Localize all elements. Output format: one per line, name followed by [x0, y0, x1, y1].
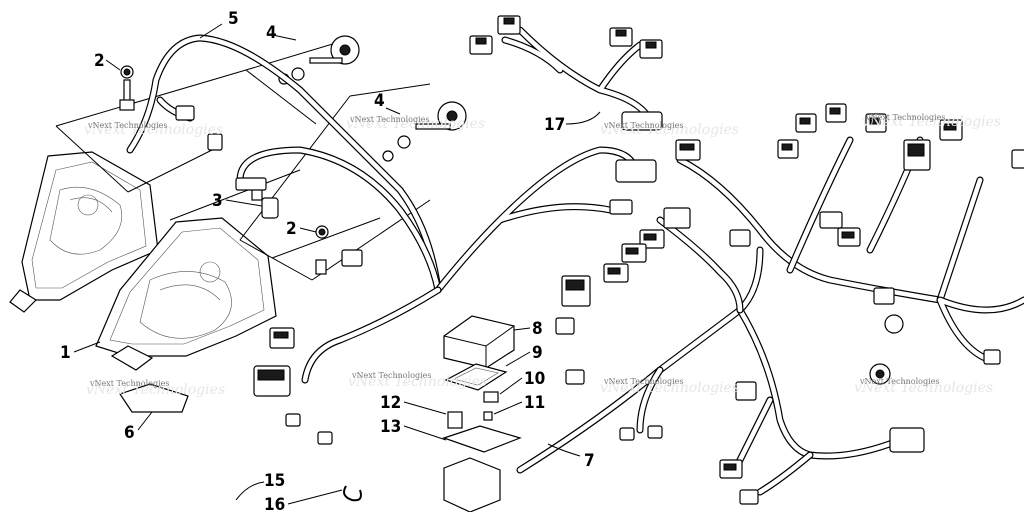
callout-13: 13	[380, 417, 401, 437]
callout-2b: 2	[286, 219, 297, 239]
adjuster-knob-4b	[382, 101, 467, 162]
headlight-assembly-right	[95, 217, 277, 371]
svg-text:vNext Technologies: vNext Technologies	[346, 116, 485, 132]
connectors	[253, 15, 1024, 505]
relay-12	[447, 411, 463, 429]
bulb-socket-2b	[315, 225, 329, 239]
callout-16: 16	[264, 495, 285, 512]
watermark-text: vNext Technologies	[603, 377, 683, 386]
callout-3: 3	[212, 191, 223, 211]
clip-16	[343, 485, 362, 502]
adjuster-knob-4a	[278, 35, 360, 85]
watermark-text: vNext Technologies	[349, 115, 429, 124]
headlight-harness-5	[126, 34, 442, 294]
watermark-text: vNext Technologies	[603, 121, 683, 130]
watermark-text: vNext Technologies	[87, 121, 167, 130]
svg-text:vNext Technologies: vNext Technologies	[84, 122, 223, 138]
fuse-block-13	[442, 425, 522, 512]
watermark-text: vNext Technologies	[351, 371, 431, 380]
fuse-box-cover-8	[443, 315, 515, 369]
svg-text:vNext Technologies: vNext Technologies	[600, 380, 739, 396]
watermark-text: vNext Technologies	[89, 379, 169, 388]
callout-10: 10	[524, 369, 545, 389]
callout-6: 6	[124, 423, 135, 443]
bulb-socket-2a	[119, 65, 135, 111]
callout-17: 17	[544, 115, 565, 135]
watermark-text: vNext Technologies	[859, 377, 939, 386]
callout-1: 1	[60, 343, 71, 363]
svg-text:vNext Technologies: vNext Technologies	[348, 374, 487, 390]
sub-harness-17	[501, 26, 654, 124]
callout-labels: 1 2 2 3 4 4 5 6 7 8 9 10 11 12 13 15 16 …	[60, 9, 595, 512]
svg-text:vNext Technologies: vNext Technologies	[862, 114, 1001, 130]
callout-2a: 2	[94, 51, 105, 71]
callout-5: 5	[228, 9, 239, 29]
callout-12: 12	[380, 393, 401, 413]
svg-text:vNext Technologies: vNext Technologies	[854, 380, 993, 396]
callout-8: 8	[532, 319, 543, 339]
leader-lines	[73, 23, 601, 505]
watermark-text: vNext Technologies	[865, 113, 945, 122]
callout-9: 9	[532, 343, 543, 363]
callout-4b: 4	[374, 91, 385, 111]
callout-11: 11	[524, 393, 545, 413]
fuse-10	[483, 391, 499, 403]
svg-text:vNext Technologies: vNext Technologies	[600, 122, 739, 138]
callout-15: 15	[264, 471, 285, 491]
fuse-box-seal-9	[444, 363, 508, 391]
fuse-11	[483, 411, 493, 421]
callout-4a: 4	[266, 23, 277, 43]
callout-7: 7	[584, 451, 595, 471]
svg-text:vNext Technologies: vNext Technologies	[86, 382, 225, 398]
watermarks: vNext Technologies vNext Technologies vN…	[84, 113, 1001, 398]
lens-part-6	[119, 383, 189, 413]
